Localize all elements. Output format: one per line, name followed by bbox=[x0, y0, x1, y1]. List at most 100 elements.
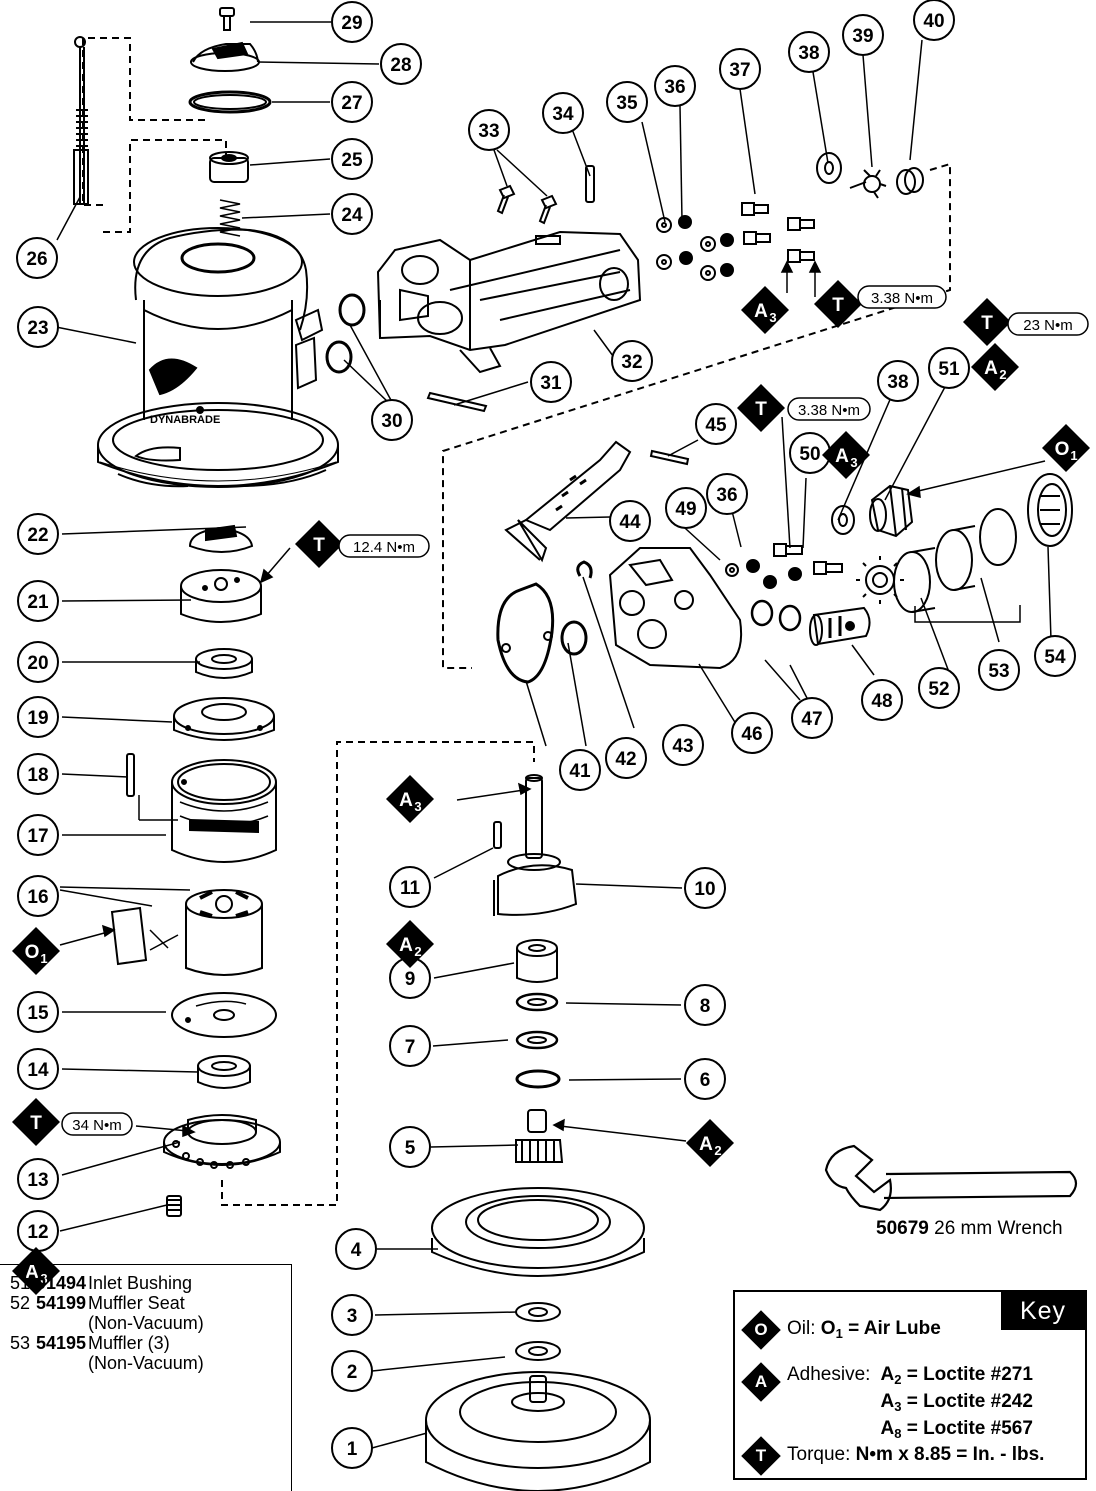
part-21-end-plate bbox=[180, 569, 262, 623]
adhesive-a2: A2 = Loctite #271 bbox=[880, 1364, 1033, 1387]
part-code bbox=[36, 1353, 88, 1373]
part-27-o-ring bbox=[188, 90, 272, 114]
torque-value-label: 3.38 N•m bbox=[787, 397, 871, 421]
svg-text:O: O bbox=[1055, 439, 1070, 460]
part-25-bushing bbox=[209, 151, 249, 183]
svg-text:A: A bbox=[835, 446, 849, 467]
callout-number: 16 bbox=[27, 887, 48, 908]
svg-text:3: 3 bbox=[850, 455, 857, 470]
callout-36: 36 bbox=[706, 473, 748, 515]
callout-52: 52 bbox=[918, 667, 960, 709]
callout-number: 48 bbox=[871, 691, 892, 712]
key-row-oil: O Oil: O1 = Air Lube bbox=[741, 1310, 941, 1350]
callout-12: 12 bbox=[17, 1210, 59, 1252]
svg-text:A: A bbox=[399, 790, 413, 811]
callout-number: 10 bbox=[694, 879, 715, 900]
callout-22: 22 bbox=[17, 513, 59, 555]
callout-38: 38 bbox=[877, 360, 919, 402]
callout-number: 49 bbox=[675, 499, 696, 520]
callout-number: 44 bbox=[619, 512, 641, 533]
svg-text:3: 3 bbox=[414, 799, 421, 814]
callout-7: 7 bbox=[389, 1025, 431, 1067]
oil-value: O1 = Air Lube bbox=[820, 1318, 941, 1341]
callout-number: 37 bbox=[729, 60, 750, 81]
callout-number: 26 bbox=[26, 249, 47, 270]
part-38-washer-lower bbox=[831, 505, 855, 535]
callout-group: 1234567891011121314151617181920212223242… bbox=[16, 0, 1076, 1469]
part-29-screw bbox=[219, 7, 235, 31]
callout-number: 36 bbox=[716, 485, 737, 506]
part-13-bearing-housing bbox=[163, 1114, 281, 1169]
callout-27: 27 bbox=[331, 81, 373, 123]
part-description: Muffler Seat bbox=[88, 1293, 185, 1313]
part-description: Inlet Bushing bbox=[88, 1273, 193, 1293]
callout-17: 17 bbox=[17, 814, 59, 856]
callout-number: 14 bbox=[27, 1060, 49, 1081]
torque-label-group: 3.38 N•m23 N•m3.38 N•m12.4 N•m34 N•m bbox=[61, 285, 1089, 1136]
callout-32: 32 bbox=[611, 340, 653, 382]
part-47-o-ring-a bbox=[750, 599, 774, 627]
callout-number: 27 bbox=[341, 93, 362, 114]
part-code bbox=[36, 1313, 88, 1333]
callout-number: 12 bbox=[27, 1222, 48, 1243]
torque-value-label: 12.4 N•m bbox=[338, 534, 430, 558]
svg-text:12.4 N•m: 12.4 N•m bbox=[353, 539, 415, 556]
svg-text:A: A bbox=[754, 301, 768, 322]
callout-26: 26 bbox=[16, 237, 58, 279]
callout-number: 34 bbox=[552, 104, 574, 125]
callout-30: 30 bbox=[371, 399, 413, 441]
part-34-pin bbox=[585, 165, 595, 203]
part-37-screws bbox=[741, 202, 815, 263]
svg-text:3: 3 bbox=[769, 310, 776, 325]
callout-number: 21 bbox=[27, 592, 49, 613]
svg-text:T: T bbox=[755, 399, 767, 420]
part-7-washer bbox=[515, 1030, 559, 1050]
svg-text:1: 1 bbox=[40, 951, 47, 966]
callout-13: 13 bbox=[17, 1158, 59, 1200]
part-48-valve bbox=[809, 606, 871, 646]
callout-number: 5 bbox=[405, 1138, 416, 1159]
part-54-muffler-cap bbox=[1027, 473, 1073, 547]
callout-40: 40 bbox=[913, 0, 955, 41]
part-17-cylinder bbox=[171, 759, 277, 863]
callout-number: 36 bbox=[664, 77, 685, 98]
svg-text:T: T bbox=[981, 313, 993, 334]
callout-number: 42 bbox=[615, 749, 636, 770]
part-4-shroud bbox=[431, 1187, 645, 1277]
badge-t-icon: T bbox=[737, 384, 785, 432]
callout-8: 8 bbox=[684, 984, 726, 1026]
torque-diamond-icon: T bbox=[741, 1436, 781, 1476]
callout-number: 53 bbox=[988, 661, 1009, 682]
part-12-set-screw bbox=[166, 1195, 182, 1217]
callout-33: 33 bbox=[468, 109, 510, 151]
callout-number: 13 bbox=[27, 1170, 48, 1191]
part-code: 54199 bbox=[36, 1293, 87, 1313]
callout-4: 4 bbox=[335, 1228, 377, 1270]
callout-number: 9 bbox=[405, 969, 416, 990]
callout-18: 18 bbox=[17, 753, 59, 795]
callout-37: 37 bbox=[719, 48, 761, 90]
callout-number: 52 bbox=[928, 679, 949, 700]
part-9-bushing bbox=[516, 939, 558, 983]
callout-34: 34 bbox=[542, 92, 584, 134]
part-30-o-ring-b bbox=[325, 340, 353, 374]
part-number bbox=[10, 1353, 36, 1373]
callout-number: 23 bbox=[27, 318, 48, 339]
part-30-o-ring-a bbox=[338, 293, 366, 327]
parts-table-row: (Non-Vacuum) bbox=[10, 1353, 291, 1373]
callout-41: 41 bbox=[559, 749, 601, 791]
callout-44: 44 bbox=[609, 500, 651, 542]
part-44-throttle-lever bbox=[504, 440, 632, 563]
callout-number: 51 bbox=[938, 359, 960, 380]
callout-number: 28 bbox=[390, 55, 411, 76]
callout-29: 29 bbox=[331, 1, 373, 43]
callout-number: 47 bbox=[801, 709, 822, 730]
